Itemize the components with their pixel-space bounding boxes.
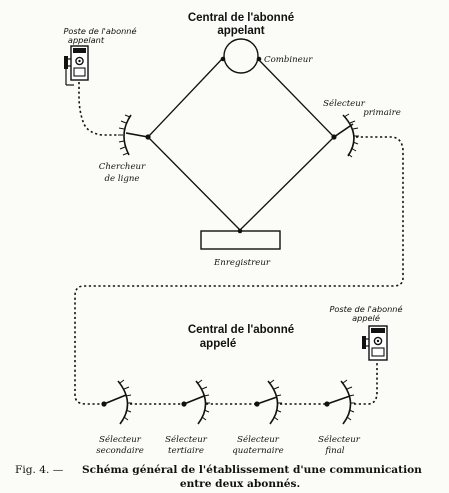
label-chercheur-line1: Chercheur [99,162,146,172]
selecteur-quaternaire [254,379,282,425]
caption-line2: entre deux abonnés. [180,478,300,490]
selecteur-tertiaire [181,379,210,425]
caption-line1: Schéma général de l'établissement d'une … [82,464,422,476]
label-enregistreur: Enregistreur [213,258,271,268]
diamond-edge-top-right [257,58,335,138]
label-sel-final-line2: final [324,446,344,456]
selector-pivot [181,401,187,407]
selector-pivot [145,134,151,140]
label-sel-tertiaire-line1: Sélecteur [165,434,208,445]
telephone-appelant-icon [64,45,89,86]
line-final-to-appele [354,362,378,405]
selector-wiper [183,395,205,405]
label-poste-appelant-line2: appelant [68,35,105,45]
junction-dot [220,56,226,62]
junction-dot [256,56,262,62]
label-sel-final-line1: Sélecteur [318,434,361,445]
selector-arc [123,114,132,156]
caption-prefix: Fig. 4. — [15,464,64,476]
selector-wiper [256,396,278,405]
label-combineur: Combineur [264,55,313,65]
label-poste-appelant-line1: Poste de l'abonné [63,26,136,36]
label-poste-appele-line1: Poste de l'abonné [329,304,402,314]
selector-arc [267,380,279,425]
selector-wiper [333,123,354,138]
label-central-appelant-line2: appelant [217,25,264,37]
diamond-edge-bottom-right [239,136,335,231]
label-sel-secondaire-line1: Sélecteur [99,434,142,445]
label-sel-tertiaire-line2: tertiaire [168,446,204,456]
central-appelant-diamond [147,38,335,250]
selector-arc [195,380,207,425]
label-chercheur-line2: de ligne [105,174,140,184]
connection-lines [74,82,404,405]
selector-pivot [331,134,337,140]
selector-pivot [254,401,260,407]
selector-arc [340,380,352,425]
selector-arc [342,114,355,157]
label-central-appele-line1: Central de l'abonné [188,324,294,336]
selector-arc [117,380,129,425]
label-sel-quaternaire-line2: quaternaire [232,446,283,456]
diamond-edge-top-left [147,58,223,138]
combineur-circle [223,38,259,74]
selector-pivot [324,401,330,407]
selecteur-primaire [331,113,359,158]
diamond-edge-bottom-left [147,136,241,231]
selector-wiper [125,132,149,138]
selector-wiper [326,395,351,405]
label-central-appele-line2: appelé [200,338,236,350]
label-sel-secondaire-line2: secondaire [96,446,144,456]
selector-wiper [103,394,127,405]
telephone-appele-icon [362,325,388,361]
label-selecteur-primaire-line2: primaire [363,108,401,118]
label-poste-appele-line2: appelé [352,313,380,323]
line-appelant-to-chercheur [78,82,118,136]
label-selecteur-primaire-line1: Sélecteur [323,98,366,109]
enregistreur-box [200,230,281,250]
chercheur-de-ligne [118,114,151,156]
label-sel-quaternaire-line1: Sélecteur [237,434,280,445]
line-primaire-to-secondaire [74,136,404,405]
selecteur-secondaire [101,379,132,425]
selector-pivot [101,401,107,407]
label-central-appelant-line1: Central de l'abonné [188,12,294,24]
selecteur-final [324,379,355,425]
